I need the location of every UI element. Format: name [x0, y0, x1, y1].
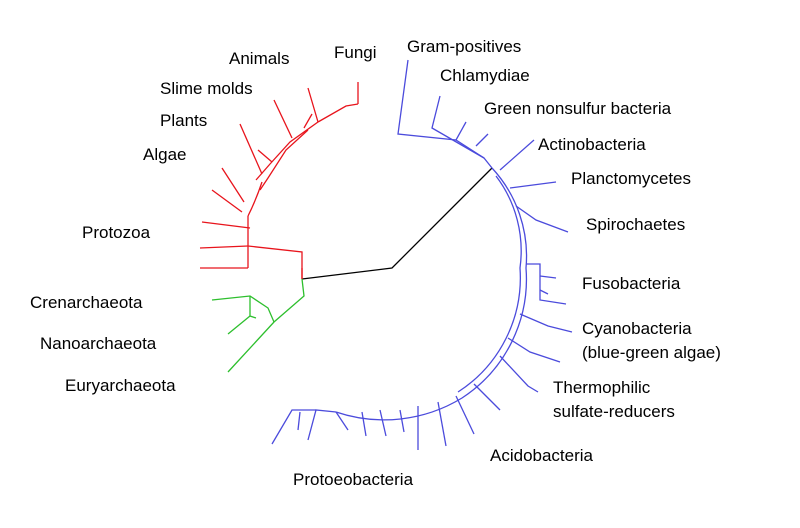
label-spirochaetes: Spirochaetes — [586, 215, 686, 234]
label-fusobacteria: Fusobacteria — [582, 274, 681, 293]
archaea-clade — [211, 278, 305, 373]
label-protozoa: Protozoa — [82, 223, 151, 242]
label-thermophilic: Thermophilic — [553, 378, 651, 397]
label-animals: Animals — [229, 49, 290, 68]
label-euryarchaeota: Euryarchaeota — [65, 376, 176, 395]
label-slime-molds: Slime molds — [160, 79, 253, 98]
label-fungi: Fungi — [334, 43, 377, 62]
label-chlamydiae: Chlamydiae — [440, 66, 530, 85]
label-planctomycetes: Planctomycetes — [571, 169, 691, 188]
label-acidobacteria: Acidobacteria — [490, 446, 594, 465]
root-branch — [301, 167, 493, 280]
label-actinobacteria: Actinobacteria — [538, 135, 646, 154]
label-protoeobacteria: Protoeobacteria — [293, 470, 414, 489]
label-nanoarchaeota: Nanoarchaeota — [40, 334, 157, 353]
label-cyanobacteria-subtitle: (blue-green algae) — [582, 343, 721, 362]
label-plants: Plants — [160, 111, 208, 130]
bacteria-clade — [271, 59, 573, 450]
label-sulfate-reducers: sulfate-reducers — [553, 402, 675, 421]
label-cyanobacteria: Cyanobacteria — [582, 319, 692, 338]
label-algae: Algae — [143, 145, 187, 164]
label-crenarchaeota: Crenarchaeota — [30, 293, 143, 312]
label-green-nonsulfur-bacteria: Green nonsulfur bacteria — [484, 99, 672, 118]
label-gram-positives: Gram-positives — [407, 37, 522, 56]
eukaryote-clade — [199, 82, 359, 279]
